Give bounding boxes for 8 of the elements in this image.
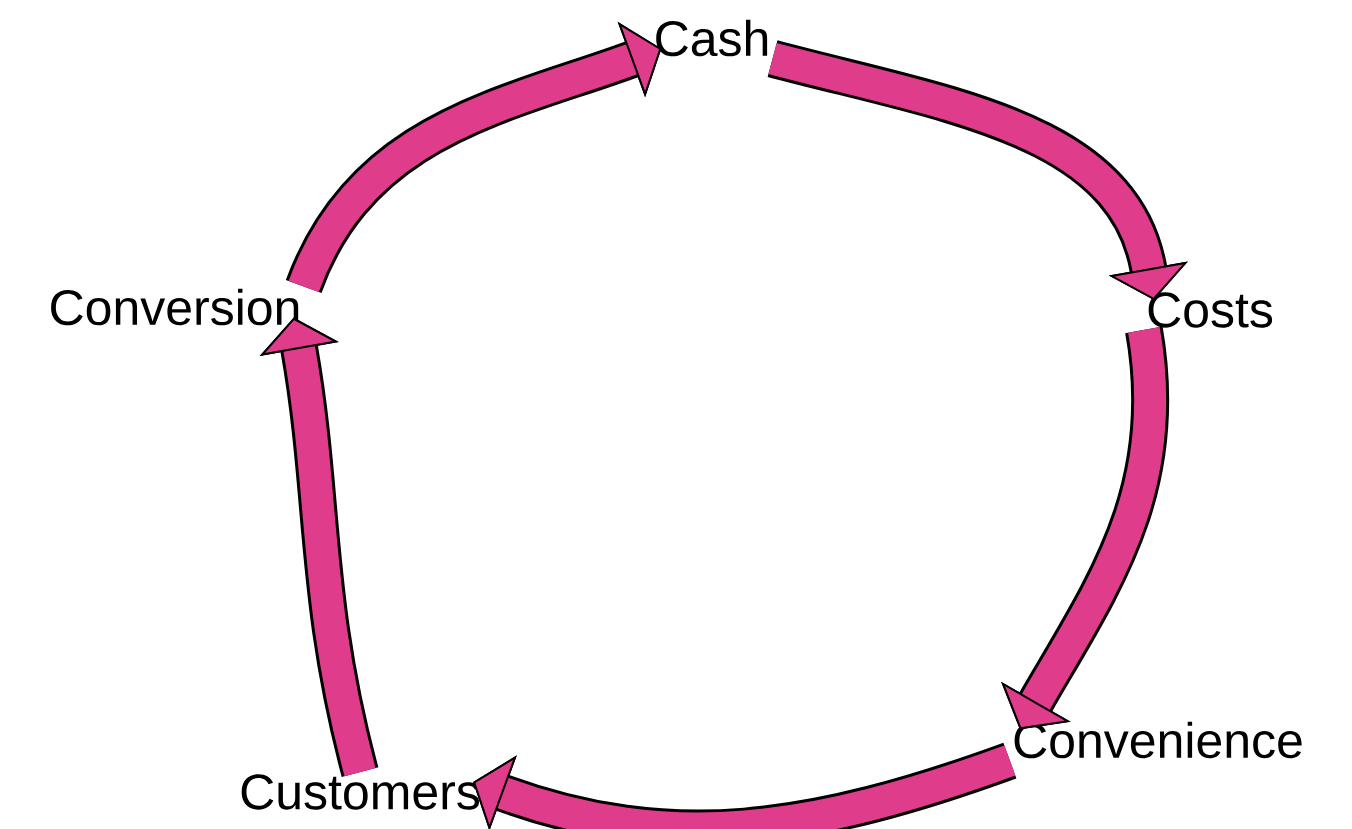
curved-arrow	[259, 317, 379, 777]
cycle-label: Conversion	[51, 288, 299, 326]
curved-arrow	[286, 21, 662, 295]
cycle-label: Customers	[241, 774, 480, 810]
curved-arrow	[473, 742, 1017, 829]
cycle-label: Cash	[656, 19, 768, 57]
cycle-label: Costs	[1148, 292, 1273, 328]
cycle-label: Convenience	[1014, 721, 1302, 759]
